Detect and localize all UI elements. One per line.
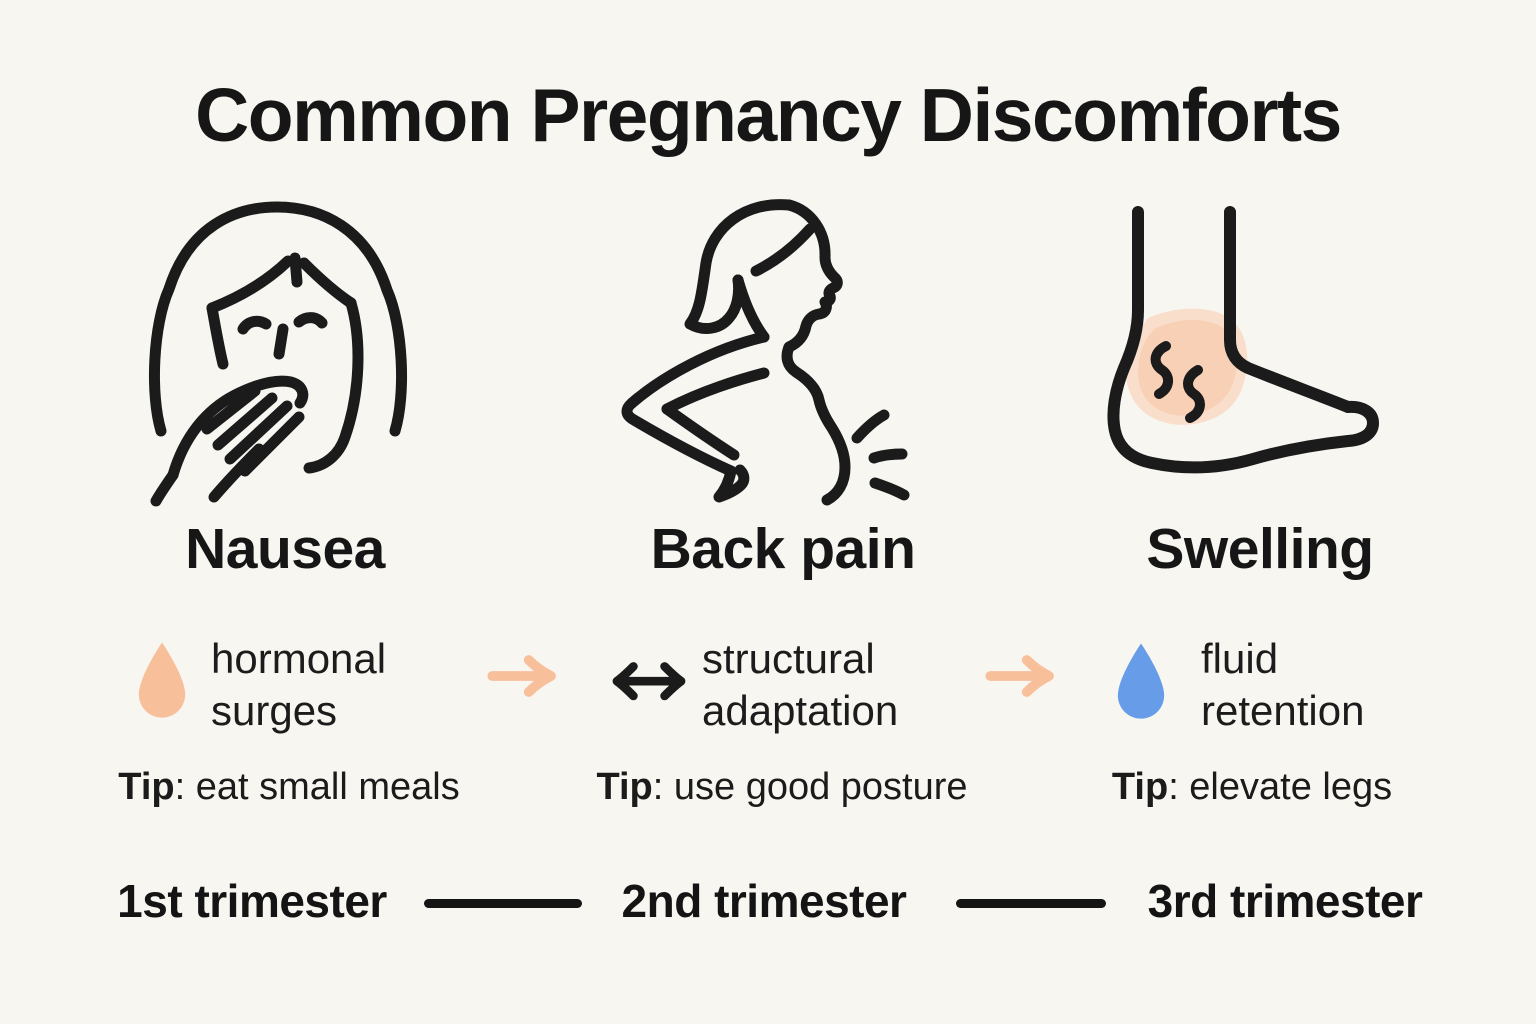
page-title: Common Pregnancy Discomforts	[195, 73, 1342, 157]
tip-swelling: Tip: elevate legs	[1111, 766, 1393, 808]
cause-text-nausea: hormonal surges	[211, 635, 387, 734]
tip-backpain: Tip: use good posture	[596, 766, 968, 808]
blue-droplet-icon	[1112, 640, 1170, 721]
cause-text-backpain: structural adaptation	[702, 635, 899, 734]
peach-droplet-icon	[133, 639, 191, 720]
cause-text-swelling: fluid retention	[1201, 635, 1365, 734]
timeline-1st-trimester: 1st trimester	[117, 875, 387, 927]
timeline-2nd-trimester: 2nd trimester	[621, 875, 907, 927]
timeline-connector	[424, 899, 582, 908]
timeline-connector	[956, 899, 1106, 908]
symptom-label-nausea: Nausea	[185, 517, 385, 581]
symptom-label-backpain: Back pain	[650, 517, 916, 581]
tip-nausea: Tip: eat small meals	[118, 766, 460, 808]
flow-arrow-icon	[985, 650, 1065, 702]
double-arrow-icon	[610, 648, 688, 704]
woman-covering-mouth-icon	[148, 198, 408, 508]
symptom-label-swelling: Swelling	[1146, 517, 1374, 581]
timeline-3rd-trimester: 3rd trimester	[1147, 875, 1423, 927]
pregnant-woman-back-pain-icon	[612, 197, 932, 507]
flow-arrow-icon	[487, 650, 567, 702]
swollen-ankle-icon	[1090, 200, 1410, 500]
